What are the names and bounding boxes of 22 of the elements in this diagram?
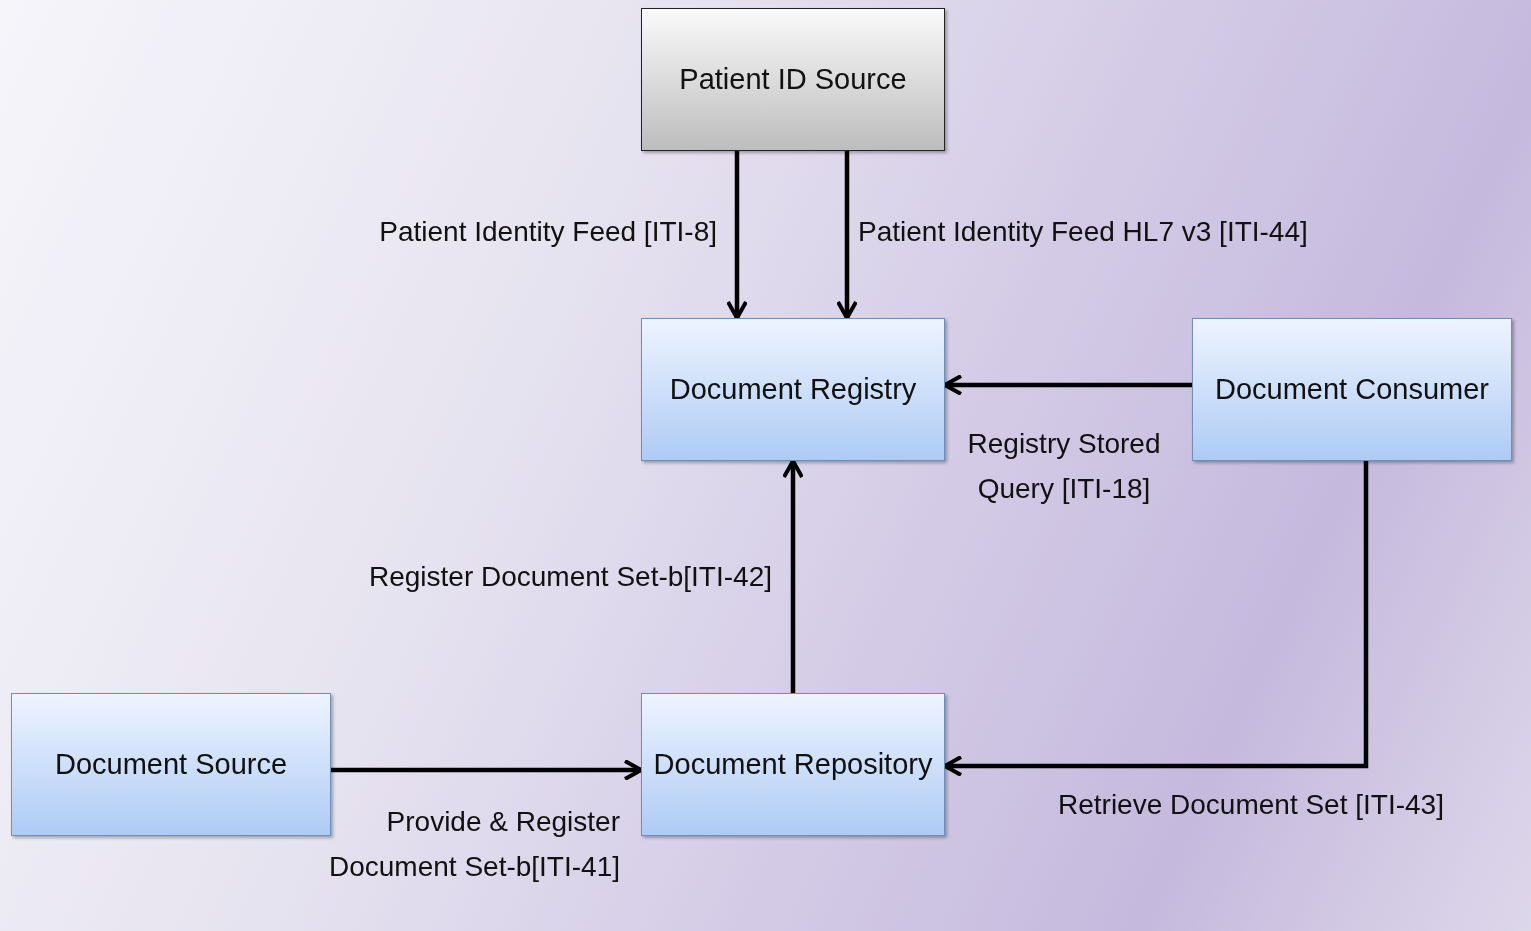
process-box <box>641 8 945 151</box>
node-label: Document Source <box>53 747 289 783</box>
arrow <box>331 759 643 781</box>
edge-label: Registry Stored Query [ITI-18] <box>966 427 1162 506</box>
edge-label: Provide & Register Document Set-b[ITI-41] <box>328 805 620 884</box>
arrow <box>836 151 858 320</box>
arrow <box>943 374 1192 396</box>
process-box <box>641 318 945 461</box>
edge-label: Patient Identity Feed HL7 v3 [ITI-44] <box>858 215 1308 249</box>
edge-label: Register Document Set-b[ITI-42] <box>368 560 772 594</box>
arrow <box>943 461 1369 777</box>
node-label: Patient ID Source <box>678 62 908 98</box>
edge-label: Patient Identity Feed [ITI-8] <box>379 215 717 249</box>
arrow <box>782 459 804 693</box>
process-box <box>641 693 945 836</box>
node-label: Document Repository <box>652 747 934 783</box>
process-box <box>1192 318 1512 461</box>
arrow <box>726 151 748 320</box>
edge-label: Retrieve Document Set [ITI-43] <box>1058 788 1444 822</box>
node-label: Document Registry <box>668 372 918 408</box>
node-label: Document Consumer <box>1214 372 1490 408</box>
process-box <box>11 693 331 836</box>
